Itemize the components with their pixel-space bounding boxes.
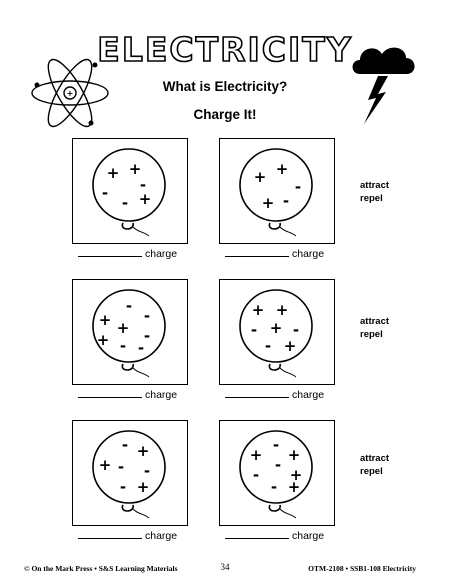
positive-charge-sign: + — [250, 446, 263, 464]
negative-charge-sign: - — [122, 436, 128, 454]
negative-charge-sign: - — [295, 178, 301, 196]
positive-charge-sign: + — [99, 456, 112, 474]
balloon-icon: ++-+--+ — [239, 289, 313, 378]
charge-answer-3[interactable]: charge — [78, 389, 194, 401]
positive-charge-sign: + — [262, 194, 275, 212]
balloon-icon: ++-+- — [239, 148, 313, 237]
balloon-icon: -+-+--+- — [92, 289, 166, 378]
negative-charge-sign: - — [271, 478, 277, 496]
charge-answer-2[interactable]: charge — [225, 248, 341, 260]
charge-label: charge — [292, 530, 325, 542]
negative-charge-sign: - — [140, 176, 146, 194]
balloon-panel-6: -++--+-+ — [219, 420, 335, 526]
svg-text:+: + — [67, 89, 74, 98]
negative-charge-sign: - — [122, 194, 128, 212]
charge-answer-4[interactable]: charge — [225, 389, 341, 401]
charge-label: charge — [145, 248, 178, 260]
positive-charge-sign: + — [117, 319, 130, 337]
negative-charge-sign: - — [265, 337, 271, 355]
negative-charge-sign: - — [118, 458, 124, 476]
attract-option[interactable]: attract — [360, 316, 390, 327]
balloon-panel-4: ++-+--+ — [219, 279, 335, 385]
balloon-icon: -++--+-+ — [239, 430, 313, 519]
negative-charge-sign: - — [138, 339, 144, 357]
section-heading: Charge It! — [193, 107, 257, 122]
negative-charge-sign: - — [251, 321, 257, 339]
attract-repel-choice-3[interactable]: attract repel — [360, 453, 389, 478]
footer-product-code: OTM-2108 • SSB1-108 Electricity — [308, 564, 416, 573]
positive-charge-sign: + — [129, 160, 142, 178]
charge-label: charge — [292, 389, 325, 401]
repel-option[interactable]: repel — [360, 465, 383, 477]
footer-copyright: © On the Mark Press • S&S Learning Mater… — [24, 564, 178, 573]
positive-charge-sign: + — [139, 190, 152, 208]
balloon-panel-3: -+-+--+- — [72, 279, 188, 385]
balloon-panel-5: -++---+ — [72, 420, 188, 526]
positive-charge-sign: + — [290, 466, 303, 484]
worksheet-subtitle: What is Electricity? — [162, 79, 288, 94]
positive-charge-sign: + — [107, 164, 120, 182]
balloon-icon: ++---+ — [92, 148, 166, 237]
charge-label: charge — [145, 530, 178, 542]
positive-charge-sign: + — [270, 319, 283, 337]
repel-option[interactable]: repel — [360, 192, 383, 204]
negative-charge-sign: - — [126, 297, 132, 315]
charge-answer-5[interactable]: charge — [78, 530, 194, 542]
worksheet-title: ELECTRICITY — [96, 29, 353, 70]
positive-charge-sign: + — [276, 160, 289, 178]
storm-cloud-icon — [352, 47, 415, 124]
positive-charge-sign: + — [288, 446, 301, 464]
balloon-icon: -++---+ — [92, 430, 166, 519]
atom-icon: + — [31, 58, 109, 128]
charge-answer-6[interactable]: charge — [225, 530, 341, 542]
negative-charge-sign: - — [120, 478, 126, 496]
positive-charge-sign: + — [254, 168, 267, 186]
negative-charge-sign: - — [144, 462, 150, 480]
positive-charge-sign: + — [252, 301, 265, 319]
attract-repel-choice-1[interactable]: attract repel — [360, 180, 389, 205]
attract-option[interactable]: attract — [360, 180, 390, 191]
positive-charge-sign: + — [99, 311, 112, 329]
negative-charge-sign: - — [283, 192, 289, 210]
positive-charge-sign: + — [137, 478, 150, 496]
attract-option[interactable]: attract — [360, 453, 390, 464]
positive-charge-sign: + — [97, 331, 110, 349]
negative-charge-sign: - — [293, 321, 299, 339]
balloon-panel-1: ++---+ — [72, 138, 188, 244]
negative-charge-sign: - — [144, 327, 150, 345]
negative-charge-sign: - — [253, 466, 259, 484]
charge-answer-1[interactable]: charge — [78, 248, 194, 260]
positive-charge-sign: + — [288, 478, 301, 496]
charge-label: charge — [145, 389, 178, 401]
negative-charge-sign: - — [273, 436, 279, 454]
positive-charge-sign: + — [137, 442, 150, 460]
repel-option[interactable]: repel — [360, 328, 383, 340]
page-number: 34 — [220, 562, 230, 572]
charge-label: charge — [292, 248, 325, 260]
positive-charge-sign: + — [276, 301, 289, 319]
negative-charge-sign: - — [275, 456, 281, 474]
negative-charge-sign: - — [102, 184, 108, 202]
negative-charge-sign: - — [144, 307, 150, 325]
positive-charge-sign: + — [284, 337, 297, 355]
attract-repel-choice-2[interactable]: attract repel — [360, 316, 389, 341]
balloon-panel-2: ++-+- — [219, 138, 335, 244]
negative-charge-sign: - — [120, 337, 126, 355]
